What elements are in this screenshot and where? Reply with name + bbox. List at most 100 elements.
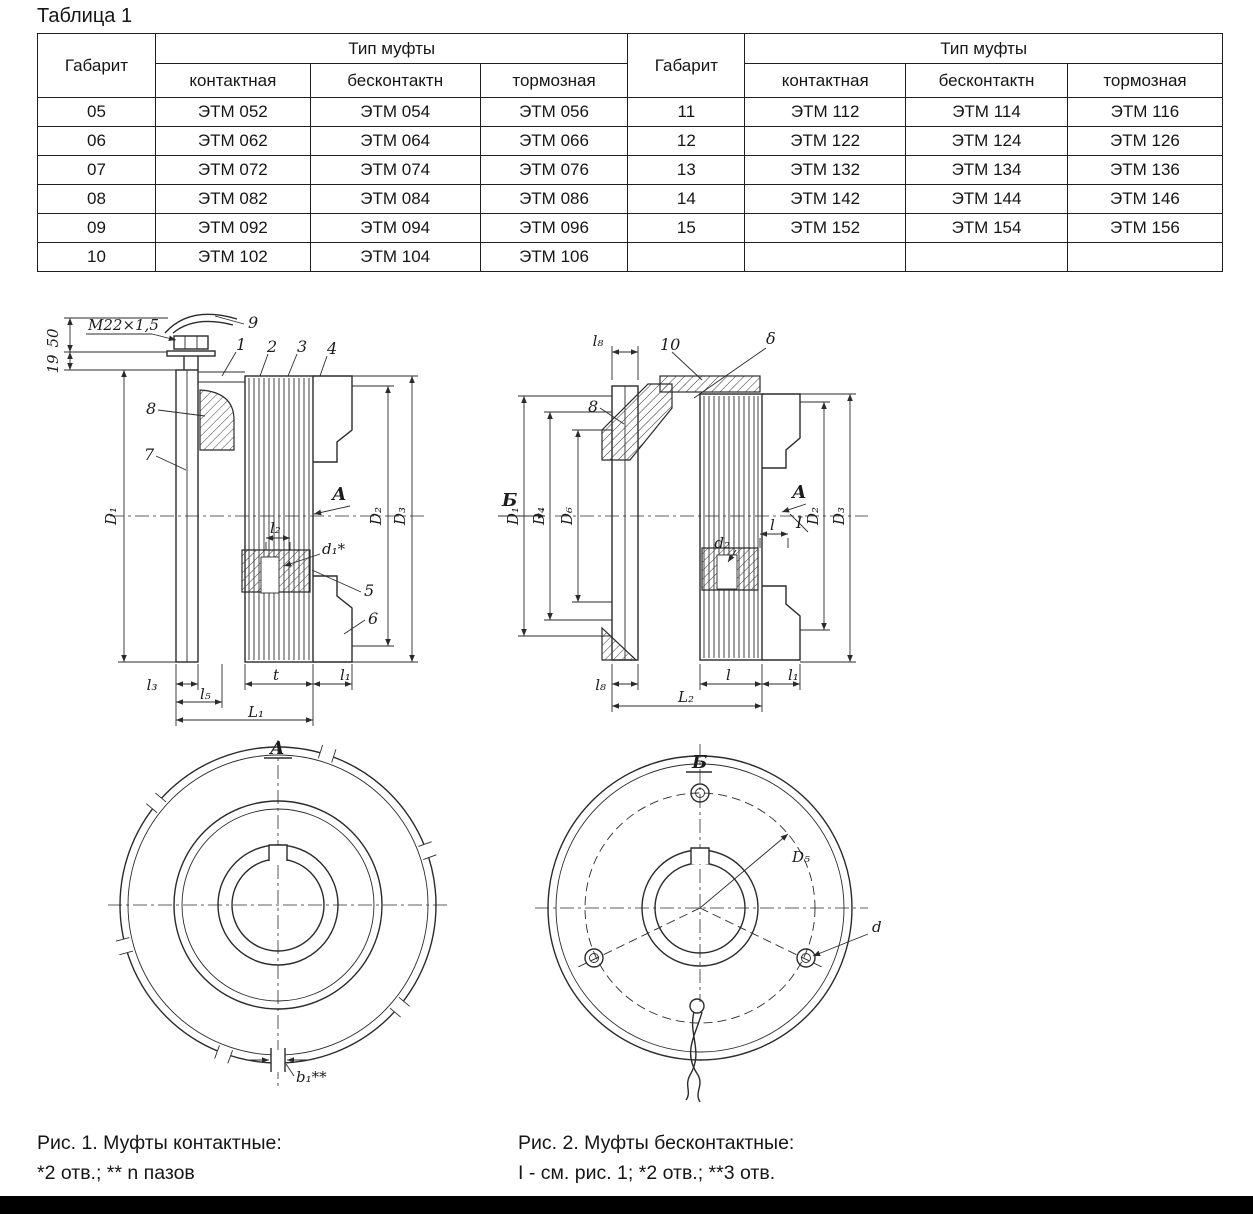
- model-cell: ЭТМ 114: [905, 97, 1068, 127]
- figure1-caption-line1: Рис. 1. Муфты контактные:: [37, 1132, 282, 1154]
- model-cell: ЭТМ 082: [154, 184, 311, 214]
- dim-label-l3: l₃: [147, 676, 158, 694]
- gabarit-cell: 15: [627, 213, 746, 243]
- model-cell: ЭТМ 066: [479, 126, 629, 156]
- dim-label-D3: D₃: [391, 507, 409, 526]
- figure2-caption: Рис. 2. Муфты бесконтактные: I - см. рис…: [518, 1128, 794, 1188]
- subheader-contactless-left: бесконтактн: [309, 63, 481, 98]
- header-gabarit-left: Габарит: [37, 33, 156, 98]
- dim-label-19: 19: [44, 354, 62, 374]
- dim-label-D1-fig2: D₁: [504, 507, 522, 526]
- empty-cell: [905, 242, 1068, 272]
- model-cell: ЭТМ 112: [744, 97, 907, 127]
- model-cell: ЭТМ 104: [309, 242, 481, 272]
- part-label-8-fig2: 8: [588, 397, 598, 416]
- dim-label-d2: d₂: [714, 534, 730, 552]
- model-cell: ЭТМ 056: [479, 97, 629, 127]
- dim-label-l2: l₂: [270, 519, 281, 537]
- dim-label-l1-fig2: l₁: [788, 666, 799, 684]
- header-type-right: Тип муфты: [744, 33, 1223, 64]
- figure2-caption-line2: I - см. рис. 1; *2 отв.; **3 отв.: [518, 1162, 776, 1185]
- document-title: Таблица 1: [37, 5, 133, 27]
- model-cell: ЭТМ 052: [154, 97, 311, 127]
- view-a-title: А: [268, 738, 285, 759]
- header-gabarit-right: Габарит: [627, 33, 746, 98]
- model-cell: ЭТМ 064: [309, 126, 481, 156]
- model-cell: ЭТМ 076: [479, 155, 629, 185]
- dim-label-l8-top: l₈: [593, 332, 604, 350]
- model-cell: ЭТМ 134: [905, 155, 1068, 185]
- model-cell: ЭТМ 156: [1066, 213, 1224, 243]
- subheader-contact-left: контактная: [154, 63, 311, 98]
- model-cell: ЭТМ 126: [1066, 126, 1224, 156]
- dim-label-D6: D₆: [558, 507, 576, 526]
- dim-label-d1: d₁*: [322, 540, 346, 558]
- gabarit-cell: 08: [37, 184, 156, 214]
- dim-label-d: d: [872, 918, 882, 936]
- gabarit-cell: 12: [627, 126, 746, 156]
- part-label-1: 1: [236, 335, 246, 354]
- empty-cell: [1066, 242, 1224, 272]
- model-cell: ЭТМ 062: [154, 126, 311, 156]
- gabarit-cell: 14: [627, 184, 746, 214]
- dim-label-b1: b₁**: [296, 1068, 327, 1086]
- dim-label-L1: L₁: [247, 703, 264, 721]
- model-cell: ЭТМ 086: [479, 184, 629, 214]
- figure2-caption-line1: Рис. 2. Муфты бесконтактные:: [518, 1132, 795, 1154]
- dim-label-D4: D₄: [530, 507, 548, 526]
- part-label-6: 6: [368, 609, 378, 628]
- subheader-contact-right: контактная: [744, 63, 907, 98]
- gabarit-cell: 06: [37, 126, 156, 156]
- figure1-caption-line2: *2 отв.; ** n пазов: [37, 1162, 195, 1185]
- model-cell: ЭТМ 136: [1066, 155, 1224, 185]
- dim-label-l5: l₅: [200, 685, 211, 703]
- subheader-brake-right: тормозная: [1066, 63, 1224, 98]
- view-b-title: Б: [691, 752, 707, 773]
- part-label-2: 2: [266, 337, 277, 356]
- model-cell: ЭТМ 142: [744, 184, 907, 214]
- dim-label-l8-bottom: l₈: [595, 676, 606, 694]
- fig2-drawing: l₈ 10 δ 8 Б D₁ D₄ D₆ D₂ D₃ А I d₂ l l₈ l…: [498, 329, 868, 712]
- part-label-9: 9: [248, 313, 258, 332]
- dim-label-50: 50: [44, 328, 62, 348]
- model-cell: ЭТМ 092: [154, 213, 311, 243]
- model-cell: ЭТМ 074: [309, 155, 481, 185]
- bottom-bar: [0, 1196, 1253, 1214]
- empty-cell: [744, 242, 907, 272]
- detail-a-label: А: [790, 482, 807, 503]
- model-cell: ЭТМ 094: [309, 213, 481, 243]
- dim-label-delta: δ: [766, 329, 776, 348]
- model-cell: ЭТМ 072: [154, 155, 311, 185]
- gabarit-cell: 05: [37, 97, 156, 127]
- dim-label-D2: D₂: [367, 507, 385, 526]
- dim-label-l1: l₁: [340, 666, 351, 684]
- model-cell: ЭТМ 102: [154, 242, 311, 272]
- view-a-drawing: А b₁**: [108, 738, 448, 1086]
- dim-label-D2-fig2: D₂: [804, 507, 822, 526]
- dim-label-thread: M22×1,5: [87, 316, 159, 334]
- header-type-left: Тип муфты: [154, 33, 629, 64]
- model-cell: ЭТМ 122: [744, 126, 907, 156]
- model-cell: ЭТМ 106: [479, 242, 629, 272]
- part-label-5: 5: [364, 581, 374, 600]
- part-label-7: 7: [144, 445, 155, 464]
- dim-label-t: t: [273, 666, 280, 684]
- part-label-3: 3: [297, 337, 307, 356]
- model-cell: ЭТМ 054: [309, 97, 481, 127]
- part-label-8: 8: [146, 399, 156, 418]
- dim-label-L2: L₂: [677, 688, 694, 706]
- detail-i-label: I: [795, 513, 803, 532]
- model-cell: ЭТМ 096: [479, 213, 629, 243]
- part-label-10: 10: [660, 335, 680, 354]
- view-a-arrow-label: А: [330, 484, 347, 505]
- model-cell: ЭТМ 152: [744, 213, 907, 243]
- technical-drawings: M22×1,5 50 19 9 1 2 3 4 8 7 5 6 А D₁ D₂ …: [44, 313, 882, 1103]
- dim-label-D3-fig2: D₃: [830, 507, 848, 526]
- gabarit-cell: 07: [37, 155, 156, 185]
- model-cell: ЭТМ 144: [905, 184, 1068, 214]
- view-b-drawing: Б D₅ d: [535, 744, 882, 1103]
- part-label-4: 4: [326, 339, 337, 358]
- dim-label-D5: D₅: [791, 848, 810, 866]
- model-cell: ЭТМ 116: [1066, 97, 1224, 127]
